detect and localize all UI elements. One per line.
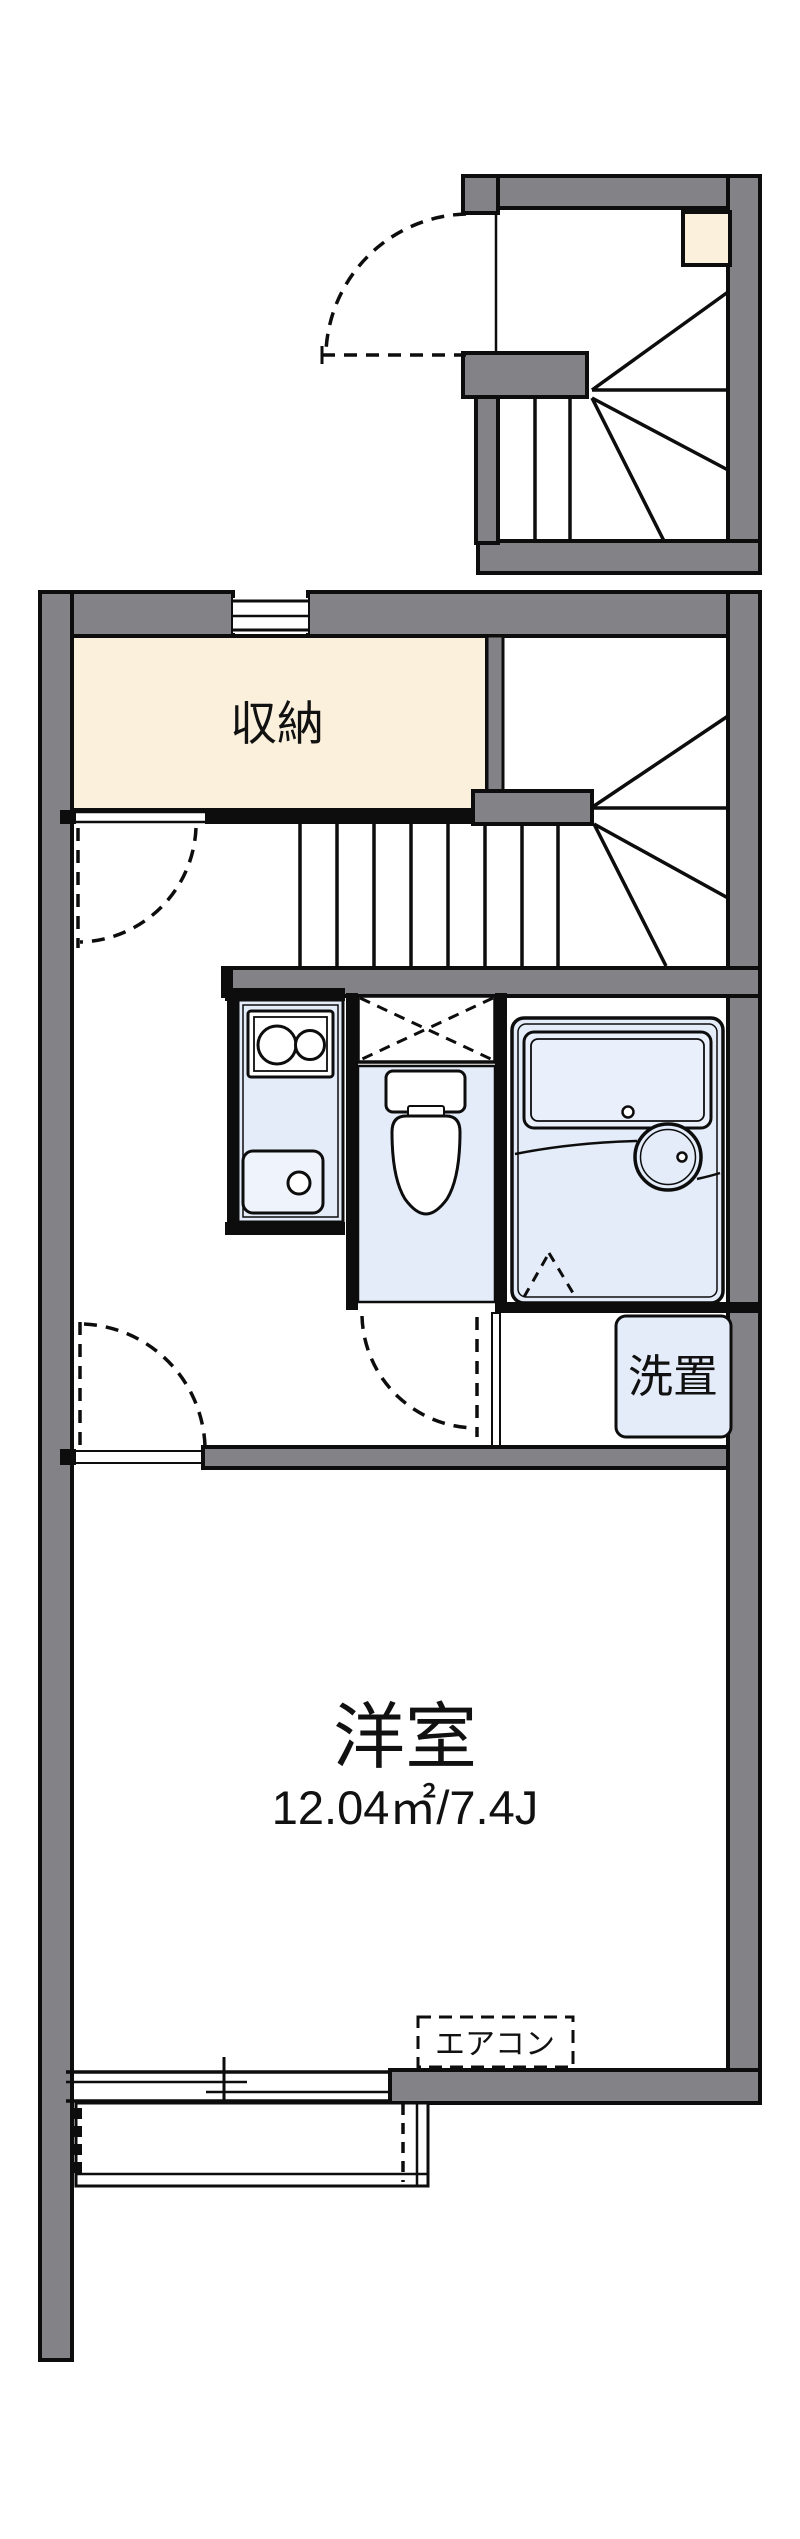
top-wall-right <box>306 590 762 638</box>
entrance-left-wall-upper <box>461 174 500 215</box>
kitchen <box>225 988 345 1235</box>
western-room: 洋室 12.04㎡/7.4J エアコン <box>272 1698 575 2069</box>
stair-treads <box>298 824 560 968</box>
apartment-outer-walls <box>38 590 762 2362</box>
room-door-swing <box>78 1322 207 1448</box>
entrance-stair-room <box>320 174 762 575</box>
tub-drain <box>621 1105 635 1119</box>
storage-room: 収納 <box>60 634 505 948</box>
staircase-2f <box>221 714 762 998</box>
entrance-right-wall <box>726 174 762 575</box>
basin-faucet <box>676 1151 688 1163</box>
right-wall <box>726 590 762 2105</box>
storage-wall-stub <box>60 810 76 824</box>
toilet-bowl <box>390 1114 462 1216</box>
storage-right-wall <box>485 634 505 812</box>
staircase-1f <box>533 290 730 542</box>
storage-floor <box>70 634 489 812</box>
room-size-label: 12.04㎡/7.4J <box>272 1781 539 1834</box>
room-window-sashes <box>66 2080 392 2094</box>
storage-label: 収納 <box>230 697 324 750</box>
stair-south-wall-cap <box>223 968 233 996</box>
overhead-cabinet-cross <box>359 996 494 1062</box>
storage-door-swing <box>76 827 198 948</box>
aircon-box <box>416 2015 575 2069</box>
entrance-top-wall <box>461 174 762 210</box>
entrance-door-swing <box>320 212 467 364</box>
shoe-cabinet <box>681 210 732 267</box>
toilet-door-swing <box>360 1315 479 1437</box>
bath-folding-door <box>522 1252 578 1299</box>
bath-bottom-wall <box>495 1302 760 1313</box>
stair-stub-wall <box>471 789 594 826</box>
bathtub <box>522 1030 713 1130</box>
entrance-left-wall-block <box>461 351 589 399</box>
left-wall <box>38 590 74 2362</box>
entrance-door-opening <box>463 211 498 355</box>
stove-burner-large <box>256 1024 298 1066</box>
bathroom <box>495 1016 760 1313</box>
wash-basin <box>633 1122 703 1192</box>
bottom-wall <box>66 2057 762 2119</box>
bath-counter <box>514 1139 721 1181</box>
stair-winders <box>592 714 729 967</box>
room-name-label: 洋室 <box>333 1698 477 1778</box>
sink-drain <box>286 1170 312 1196</box>
aircon-label: エアコン <box>435 2028 555 2061</box>
entrance-left-wall-lower <box>474 395 500 545</box>
stove-burner-small <box>294 1029 326 1061</box>
storage-bottom-wall <box>205 811 475 824</box>
hall-washer-divider <box>491 1312 501 1451</box>
washer-space: 洗置 <box>491 1312 733 1451</box>
hall-south-wall <box>60 1322 730 1470</box>
washer-label: 洗置 <box>628 1351 718 1402</box>
entrance-bottom-wall <box>476 539 762 575</box>
toilet-room <box>346 993 507 1437</box>
kitchen-sink <box>241 1149 325 1215</box>
balcony <box>70 2101 430 2188</box>
washer-pan <box>614 1314 733 1439</box>
room-window-frame <box>66 2070 392 2103</box>
